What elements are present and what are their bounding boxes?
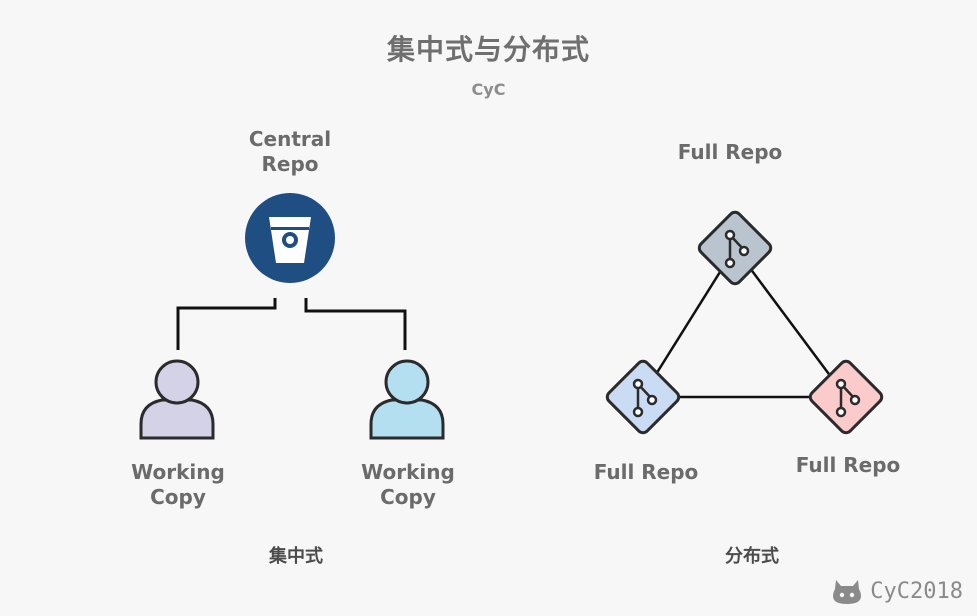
github-cat-icon [833, 580, 862, 604]
watermark-text: CyC2018 [870, 578, 963, 604]
distributed-caption: 分布式 [725, 546, 779, 567]
connector-left [176, 298, 277, 350]
page-subtitle: CyC [471, 80, 506, 99]
git-repo-left-icon [605, 359, 681, 435]
working-copy-left-label: Working Copy [131, 460, 225, 509]
edge-top-right [733, 247, 848, 398]
centralized-caption: 集中式 [269, 546, 323, 567]
page-title: 集中式与分布式 [386, 33, 590, 66]
full-repo-left-label: Full Repo [593, 460, 699, 484]
full-repo-top-label: Full Repo [677, 140, 783, 164]
watermark: CyC2018 [830, 576, 963, 606]
working-copy-right-label: Working Copy [361, 460, 455, 509]
git-repo-right-icon [808, 359, 884, 435]
central-repo-label: Central Repo [248, 127, 332, 176]
central-repo-icon [245, 193, 335, 283]
git-repo-top-icon [697, 210, 773, 286]
user-right-icon [369, 359, 445, 440]
central-connectors [176, 298, 407, 350]
user-left-icon [139, 359, 215, 440]
full-repo-right-label: Full Repo [795, 453, 901, 477]
connector-right [304, 298, 407, 350]
